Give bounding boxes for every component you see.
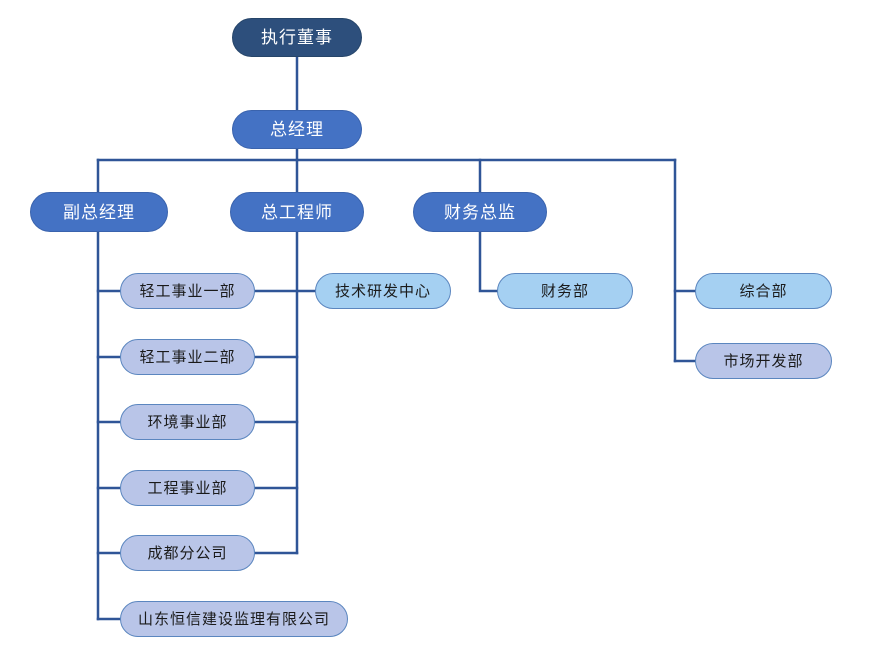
node-executive-director[interactable]: 执行董事 (232, 18, 362, 57)
node-label-chengdu-branch: 成都分公司 (147, 544, 228, 562)
node-label-shandong-hengxin-supervision: 山东恒信建设监理有限公司 (137, 610, 330, 628)
node-light-industry-division-2[interactable]: 轻工事业二部 (120, 339, 255, 375)
node-deputy-general-manager[interactable]: 副总经理 (30, 192, 168, 232)
node-label-executive-director: 执行董事 (261, 28, 333, 47)
node-environment-division[interactable]: 环境事业部 (120, 404, 255, 440)
node-label-general-manager: 总经理 (270, 120, 324, 139)
node-label-engineering-division: 工程事业部 (147, 479, 228, 497)
node-rd-center[interactable]: 技术研发中心 (315, 273, 451, 309)
node-label-deputy-general-manager: 副总经理 (63, 202, 135, 222)
node-label-environment-division: 环境事业部 (147, 413, 228, 431)
node-chengdu-branch[interactable]: 成都分公司 (120, 535, 255, 571)
node-label-light-industry-division-1: 轻工事业一部 (139, 282, 236, 300)
node-finance-director[interactable]: 财务总监 (413, 192, 547, 232)
node-label-general-affairs-department: 综合部 (739, 282, 788, 300)
node-general-manager[interactable]: 总经理 (232, 110, 362, 149)
node-general-affairs-department[interactable]: 综合部 (695, 273, 832, 309)
node-label-finance-director: 财务总监 (444, 202, 516, 222)
node-label-chief-engineer: 总工程师 (261, 202, 333, 222)
node-market-development-department[interactable]: 市场开发部 (695, 343, 832, 379)
node-label-light-industry-division-2: 轻工事业二部 (139, 348, 236, 366)
node-engineering-division[interactable]: 工程事业部 (120, 470, 255, 506)
node-chief-engineer[interactable]: 总工程师 (230, 192, 364, 232)
node-shandong-hengxin-supervision[interactable]: 山东恒信建设监理有限公司 (120, 601, 348, 637)
node-light-industry-division-1[interactable]: 轻工事业一部 (120, 273, 255, 309)
node-finance-department[interactable]: 财务部 (497, 273, 633, 309)
node-label-finance-department: 财务部 (540, 282, 589, 300)
node-label-market-development-department: 市场开发部 (723, 352, 804, 370)
edge-finance-director-to-dept (478, 230, 499, 293)
node-label-rd-center: 技术研发中心 (334, 282, 431, 300)
